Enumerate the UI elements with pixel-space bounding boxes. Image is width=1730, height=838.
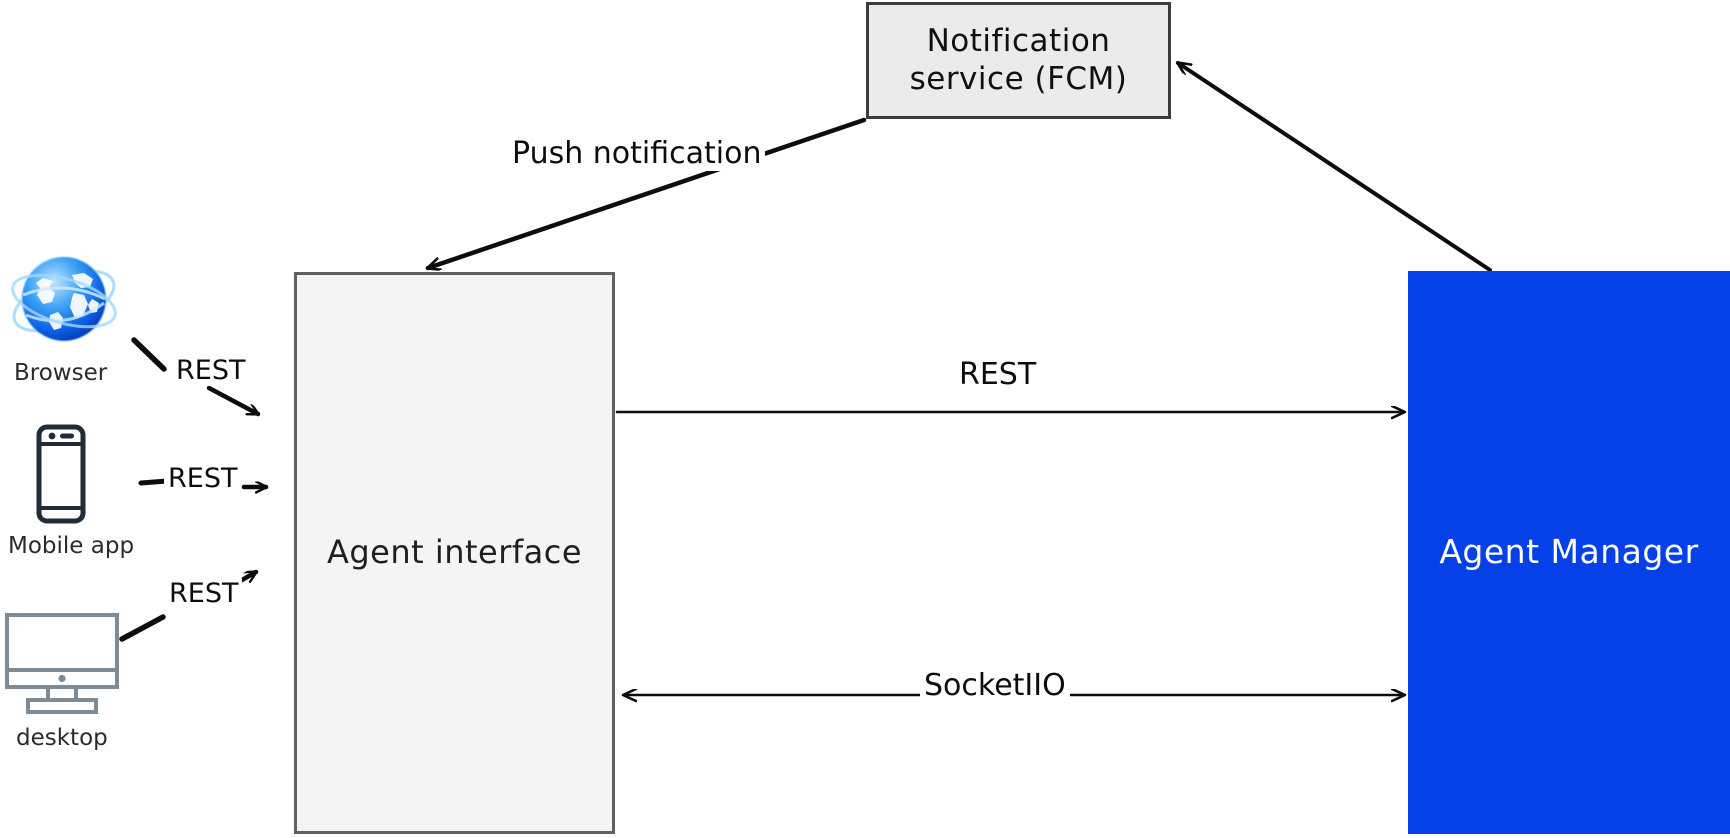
client-label-mobile-app: Mobile app: [8, 533, 135, 559]
monitor-icon[interactable]: [4, 612, 120, 716]
edge-label-socketio: SocketIIO: [920, 668, 1070, 703]
node-agent-interface[interactable]: Agent interface: [294, 272, 615, 834]
node-notification-service-label: Notification service (FCM): [909, 22, 1128, 97]
edge-label-rest-mobile: REST: [164, 463, 242, 494]
node-notification-service[interactable]: Notification service (FCM): [866, 2, 1171, 119]
node-agent-manager[interactable]: Agent Manager: [1408, 271, 1730, 834]
client-label-desktop: desktop: [16, 725, 108, 751]
node-agent-interface-label: Agent interface: [326, 533, 583, 572]
smartphone-icon[interactable]: [36, 424, 86, 524]
edge-label-rest-manager: REST: [955, 357, 1041, 392]
edge-agent-manager-to-fcm: [1178, 61, 1492, 272]
edge-label-push-notification: Push notification: [508, 136, 766, 171]
edge-label-rest-browser: REST: [172, 355, 250, 386]
globe-icon[interactable]: [6, 243, 122, 355]
edge-label-rest-desktop: REST: [165, 578, 243, 609]
client-label-browser: Browser: [14, 360, 108, 386]
node-agent-manager-label: Agent Manager: [1439, 532, 1699, 572]
